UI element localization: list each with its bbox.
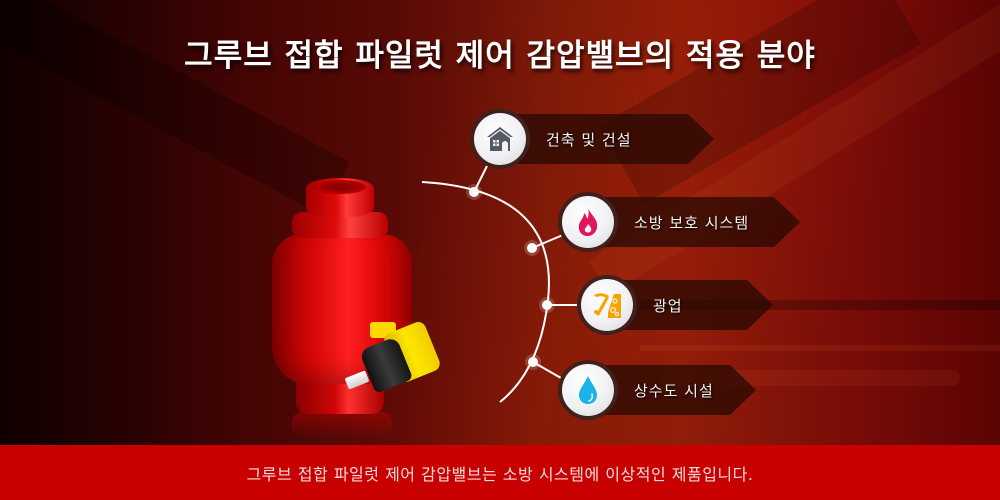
item-pill-background (496, 114, 714, 164)
application-item-water-supply: 상수도 시설 (558, 360, 714, 420)
icon-badge (558, 360, 618, 420)
connector-nodes (466, 184, 555, 370)
valve-product-image (262, 178, 443, 438)
application-item-mining: 광업 (577, 275, 683, 335)
house-icon (487, 127, 513, 151)
footer-text: 그루브 접합 파일럿 제어 감압밸브는 소방 시스템에 이상적인 제품입니다. (246, 464, 754, 484)
application-item-construction: 건축 및 건설 (470, 109, 632, 169)
item-label: 상수도 시설 (634, 381, 714, 400)
item-pill-background (584, 197, 800, 247)
icon-badge (577, 275, 637, 335)
item-label: 광업 (653, 296, 683, 315)
valve-opening (314, 180, 366, 194)
item-label: 소방 보호 시스템 (634, 213, 750, 232)
footer-bar: 그루브 접합 파일럿 제어 감압밸브는 소방 시스템에 이상적인 제품입니다. (0, 445, 1000, 500)
icon-badge (470, 109, 530, 169)
valve-reflection (292, 412, 392, 438)
water-drop-icon (579, 376, 597, 404)
item-label: 건축 및 건설 (546, 130, 632, 149)
flame-icon (578, 208, 598, 236)
pickaxe-mining-icon (594, 293, 621, 318)
application-item-fire-protection: 소방 보호 시스템 (558, 192, 750, 252)
icon-badge (558, 192, 618, 252)
page-title: 그루브 접합 파일럿 제어 감압밸브의 적용 분야 (184, 38, 816, 74)
